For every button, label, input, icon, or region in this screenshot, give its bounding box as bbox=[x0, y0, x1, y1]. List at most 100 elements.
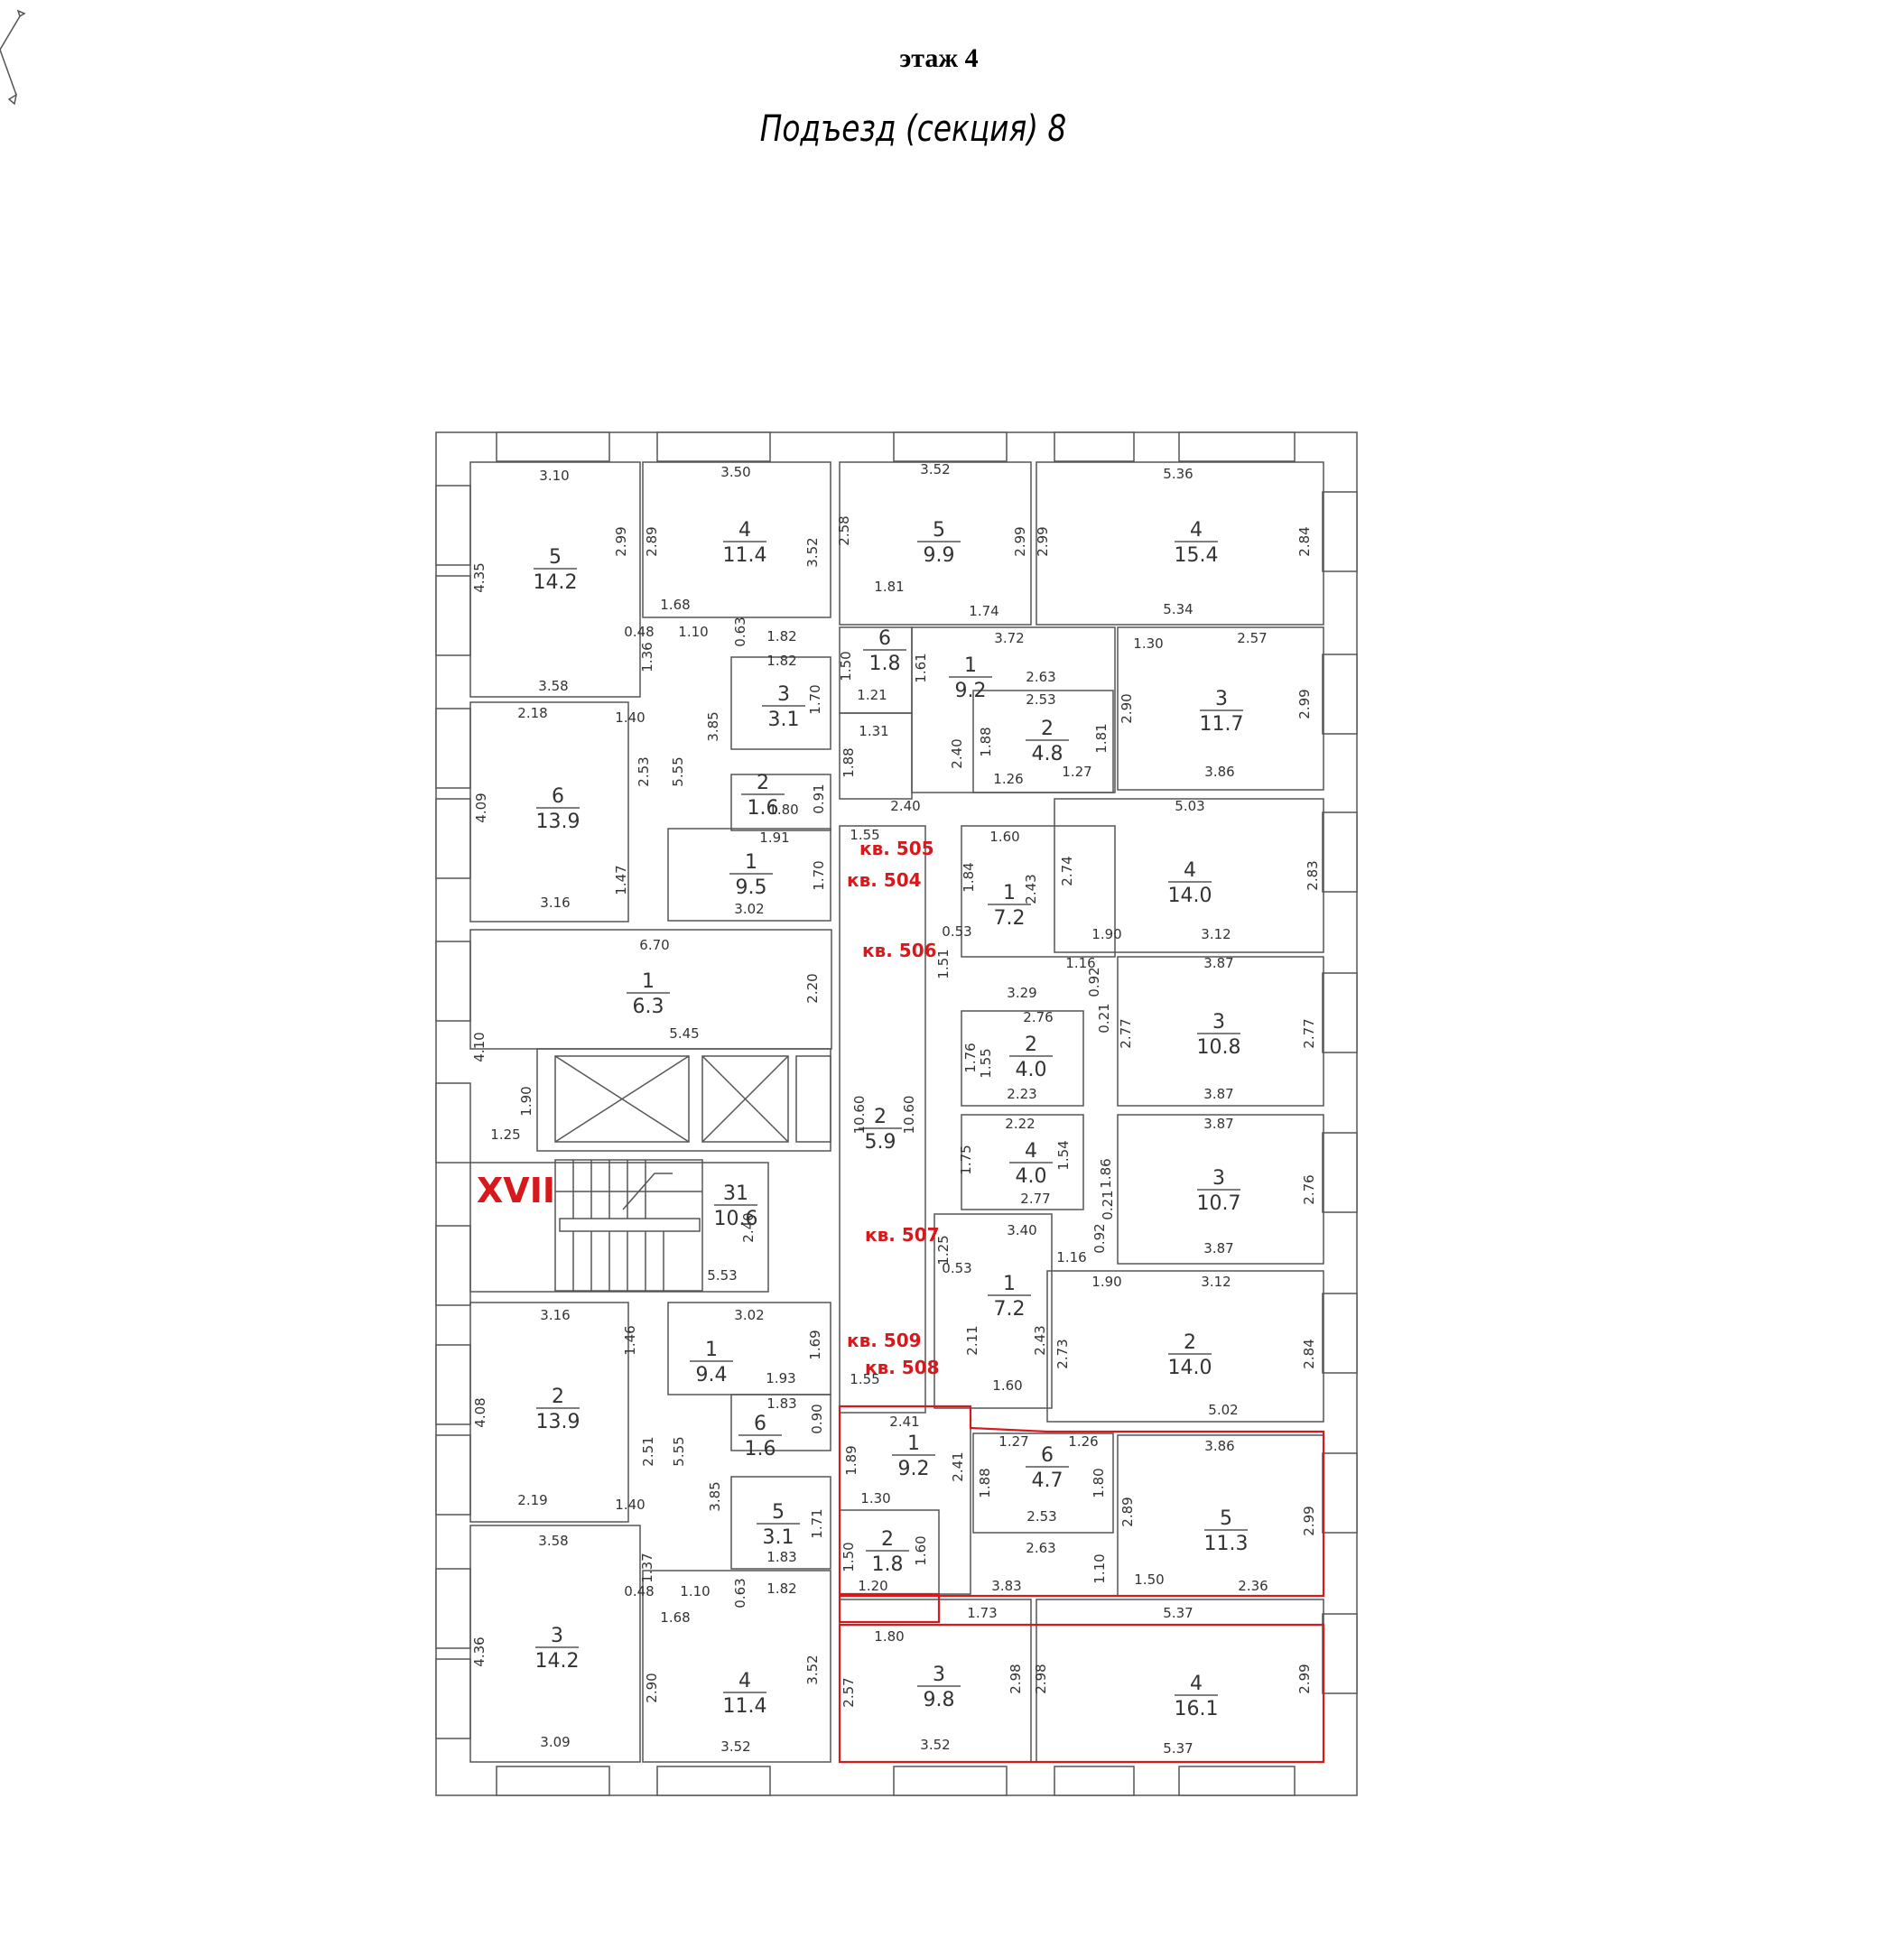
room-area: 1.6 bbox=[748, 797, 779, 820]
room-number: 2 bbox=[1184, 1331, 1196, 1354]
staircase bbox=[554, 1159, 703, 1292]
dimension-label: 1.68 bbox=[660, 1609, 690, 1626]
room-area: 11.4 bbox=[723, 1695, 767, 1718]
dimension-label: 1.70 bbox=[807, 684, 823, 714]
dimension-label: 4.35 bbox=[471, 562, 488, 592]
room-area: 10.7 bbox=[1197, 1192, 1241, 1215]
dimension-label: 3.85 bbox=[707, 1481, 723, 1511]
dimension-label: 5.37 bbox=[1163, 1605, 1193, 1621]
dimension-label: 3.87 bbox=[1203, 1086, 1233, 1102]
room-area: 9.2 bbox=[898, 1458, 930, 1480]
room-label: 411.4 bbox=[723, 1670, 767, 1718]
room-label: 19.2 bbox=[949, 654, 992, 702]
dimension-label: 1.82 bbox=[766, 653, 796, 669]
dimension-label: 1.40 bbox=[615, 709, 645, 726]
dimension-label: 0.21 bbox=[1096, 1003, 1112, 1033]
room-label: 16.3 bbox=[627, 970, 670, 1018]
room-label: 61.8 bbox=[863, 627, 906, 675]
dimension-label: 1.51 bbox=[935, 949, 952, 978]
room-area: 7.2 bbox=[994, 907, 1026, 930]
room-area: 14.0 bbox=[1168, 885, 1212, 907]
room-label: 415.4 bbox=[1175, 519, 1219, 567]
room-area: 9.8 bbox=[924, 1689, 955, 1711]
dimension-label: 1.88 bbox=[978, 727, 994, 756]
dimension-label: 1.25 bbox=[935, 1235, 952, 1265]
dimension-label: 2.40 bbox=[890, 798, 920, 814]
dimension-label: 2.58 bbox=[836, 515, 852, 545]
dimension-label: 1.16 bbox=[1065, 955, 1095, 971]
dimension-label: 2.11 bbox=[964, 1325, 980, 1355]
room-area: 10.6 bbox=[714, 1208, 758, 1230]
dimension-label: 1.74 bbox=[969, 603, 998, 619]
room-number: 1 bbox=[1003, 882, 1016, 904]
room-label: 19.5 bbox=[729, 851, 773, 899]
dimension-label: 1.88 bbox=[977, 1468, 993, 1497]
room-area: 4.8 bbox=[1032, 743, 1063, 765]
dimension-label: 0.48 bbox=[624, 624, 654, 640]
dimension-label: 1.20 bbox=[858, 1578, 887, 1594]
room-area: 13.9 bbox=[536, 1411, 580, 1433]
room-number: 1 bbox=[705, 1339, 718, 1361]
dimension-label: 0.53 bbox=[942, 1260, 971, 1276]
dimension-label: 0.91 bbox=[811, 783, 827, 813]
dimension-label: 1.55 bbox=[850, 1371, 879, 1387]
dimension-label: 1.75 bbox=[958, 1145, 974, 1174]
dimension-label: 1.50 bbox=[838, 651, 854, 681]
dimension-label: 2.90 bbox=[644, 1673, 660, 1702]
dimension-label: 1.26 bbox=[1068, 1433, 1098, 1450]
dimension-label: 1.30 bbox=[1133, 635, 1163, 652]
outer-wall bbox=[435, 431, 1358, 1796]
dimension-label: 1.71 bbox=[809, 1508, 825, 1538]
room-area: 4.7 bbox=[1032, 1470, 1063, 1492]
dimension-label: 2.41 bbox=[889, 1414, 919, 1430]
dimension-label: 3.02 bbox=[734, 901, 764, 917]
room-area: 1.8 bbox=[869, 653, 901, 675]
room-number: 4 bbox=[1190, 519, 1203, 542]
dimension-label: 1.80 bbox=[1091, 1468, 1107, 1497]
dimension-label: 2.99 bbox=[613, 526, 629, 556]
room-area: 5.9 bbox=[865, 1131, 896, 1154]
dimension-label: 5.36 bbox=[1163, 466, 1193, 482]
room-number: 3 bbox=[933, 1664, 945, 1686]
dimension-label: 2.99 bbox=[1296, 689, 1313, 719]
dimension-label: 2.89 bbox=[644, 526, 660, 556]
room-label: 414.0 bbox=[1168, 859, 1212, 907]
dimension-label: 3.50 bbox=[720, 464, 750, 480]
dimension-label: 5.55 bbox=[670, 756, 686, 786]
dimension-label: 0.63 bbox=[732, 1578, 748, 1608]
dimension-label: 5.34 bbox=[1163, 601, 1193, 617]
dimension-label: 1.82 bbox=[766, 1581, 796, 1597]
room-area: 4.0 bbox=[1016, 1059, 1047, 1081]
room-area: 1.6 bbox=[745, 1438, 776, 1460]
room-label: 44.0 bbox=[1009, 1140, 1053, 1188]
room-number: 6 bbox=[754, 1413, 766, 1435]
dimension-label: 3.16 bbox=[540, 895, 570, 911]
dimension-label: 2.53 bbox=[1026, 691, 1055, 708]
dimension-label: 2.77 bbox=[1118, 1018, 1134, 1048]
room-number: 1 bbox=[907, 1432, 920, 1455]
dimension-label: 3.10 bbox=[539, 468, 569, 484]
room-area: 1.8 bbox=[872, 1553, 904, 1576]
room-label: 411.4 bbox=[723, 519, 767, 567]
room-label: 310.8 bbox=[1197, 1011, 1241, 1059]
room-label: 64.7 bbox=[1026, 1444, 1069, 1492]
room-number: 2 bbox=[552, 1386, 564, 1408]
room-number: 5 bbox=[1220, 1507, 1232, 1530]
dimension-label: 1.10 bbox=[680, 1583, 710, 1599]
room-number: 2 bbox=[874, 1106, 887, 1128]
dimension-label: 1.81 bbox=[874, 579, 904, 595]
dimension-label: 1.86 bbox=[1098, 1158, 1114, 1188]
dimension-label: 1.55 bbox=[978, 1048, 994, 1078]
dimension-label: 1.54 bbox=[1055, 1140, 1072, 1170]
dimension-label: 1.40 bbox=[615, 1497, 645, 1513]
room-number: 3 bbox=[551, 1625, 563, 1647]
room-area: 9.9 bbox=[924, 544, 955, 567]
room-area: 14.2 bbox=[535, 1650, 580, 1673]
dimension-label: 2.99 bbox=[1012, 526, 1028, 556]
room-number: 2 bbox=[1041, 718, 1054, 740]
dimension-label: 2.57 bbox=[841, 1677, 857, 1707]
dimension-label: 1.76 bbox=[962, 1043, 979, 1072]
page-subtitle: Подъезд (секция) 8 bbox=[759, 108, 1067, 150]
dimension-label: 2.20 bbox=[804, 973, 821, 1003]
